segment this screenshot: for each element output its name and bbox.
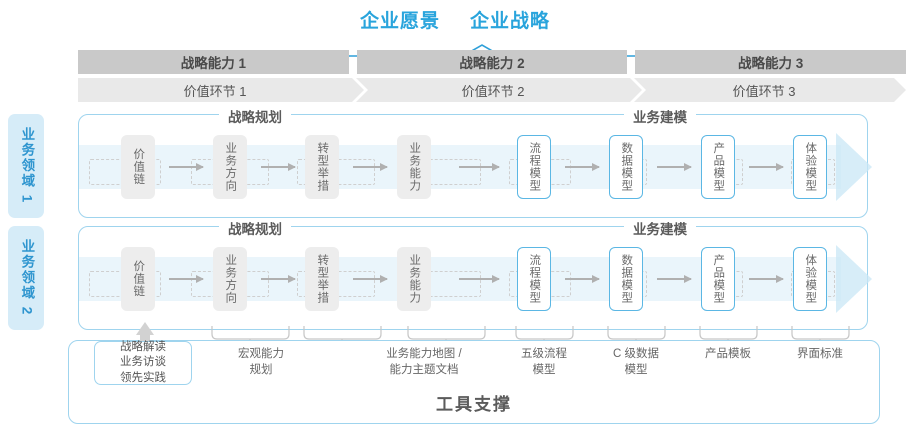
arrow-1-7 <box>749 162 784 171</box>
node-process-model-2[interactable]: 流程模型 <box>517 247 551 311</box>
value-chain-label-3: 价值环节 3 <box>732 83 796 99</box>
node-transformation-measures-1[interactable]: 转型举措 <box>305 135 339 199</box>
tool-label-line-1: C 级数据 <box>613 348 659 360</box>
tool-label-product-template: 产品模板 <box>680 347 776 363</box>
tool-box-line-2: 业务访谈 <box>120 356 166 369</box>
node-label: 数据模型 <box>620 142 633 192</box>
node-label: 业务能力 <box>408 254 421 304</box>
arrow-2-2 <box>261 274 296 283</box>
arrow-2-7 <box>749 274 784 283</box>
section-title-business-modeling-1: 业务建模 <box>624 106 696 126</box>
arrow-1-5 <box>565 162 600 171</box>
arrow-2-4 <box>459 274 500 283</box>
tool-box-line-1: 战略解读 <box>120 340 166 353</box>
tool-support-title: 工具支撑 <box>436 395 512 414</box>
node-label: 流程模型 <box>528 142 541 192</box>
tool-label-line-1: 业务能力地图 / <box>386 348 462 360</box>
node-experience-model-1[interactable]: 体验模型 <box>793 135 827 199</box>
flow-band-arrowhead-1 <box>836 133 872 201</box>
value-chain-cell-2[interactable]: 价值环节 2 <box>356 78 642 102</box>
sidebar-item-business-domain-1[interactable]: 业务领域 1 <box>8 114 44 218</box>
arrow-1-6 <box>657 162 692 171</box>
tool-box-line-3: 领先实践 <box>120 371 166 384</box>
node-product-model-1[interactable]: 产品模型 <box>701 135 735 199</box>
strategic-capability-row: 战略能力 1 战略能力 2 战略能力 3 <box>78 50 907 74</box>
arrow-1-2 <box>261 162 296 171</box>
value-chain-cell-1[interactable]: 价值环节 1 <box>78 78 364 102</box>
tool-label-line-1: 宏观能力 <box>238 348 284 360</box>
node-data-model-1[interactable]: 数据模型 <box>609 135 643 199</box>
arrow-1-4 <box>459 162 500 171</box>
node-label: 业务能力 <box>408 142 421 192</box>
sidebar-item-business-domain-2[interactable]: 业务领域 2 <box>8 226 44 330</box>
node-label: 体验模型 <box>804 142 817 192</box>
enterprise-vision-title: 企业愿景 <box>359 10 440 32</box>
sidebar-item-label-2: 业务领域 2 <box>19 239 35 317</box>
tool-support-panel: 工具支撑 <box>68 340 880 424</box>
tool-label-line-2: 能力主题文档 <box>389 363 459 376</box>
node-label: 转型举措 <box>316 254 329 304</box>
node-business-capability-1[interactable]: 业务能力 <box>397 135 431 199</box>
node-value-chain-1[interactable]: 价值链 <box>121 135 155 199</box>
sidebar-item-label-1: 业务领域 1 <box>19 127 35 205</box>
tool-label-line-1: 五级流程 <box>521 348 567 360</box>
node-label: 产品模型 <box>712 142 725 192</box>
vision-header: 企业愿景 企业战略 <box>0 4 910 34</box>
flow-band-arrowhead-2 <box>836 245 872 313</box>
tool-label-macro-capability-planning: 宏观能力 规划 <box>206 347 316 378</box>
node-process-model-1[interactable]: 流程模型 <box>517 135 551 199</box>
capability-cell-3[interactable]: 战略能力 3 <box>635 50 907 74</box>
enterprise-strategy-title: 企业战略 <box>470 10 551 32</box>
node-transformation-measures-2[interactable]: 转型举措 <box>305 247 339 311</box>
value-chain-row: 价值环节 1 价值环节 2 价值环节 3 <box>78 78 906 102</box>
arrow-2-1 <box>169 274 204 283</box>
arrow-2-3 <box>353 274 388 283</box>
section-title-strategy-planning-1: 战略规划 <box>219 106 291 126</box>
node-business-direction-1[interactable]: 业务方向 <box>213 135 247 199</box>
node-label: 价值链 <box>132 260 145 298</box>
node-label: 转型举措 <box>316 142 329 192</box>
value-chain-label-1: 价值环节 1 <box>183 83 247 99</box>
tool-label-line-1: 产品模板 <box>705 348 751 360</box>
capability-cell-1[interactable]: 战略能力 1 <box>78 50 349 74</box>
node-experience-model-2[interactable]: 体验模型 <box>793 247 827 311</box>
node-data-model-2[interactable]: 数据模型 <box>609 247 643 311</box>
node-business-capability-2[interactable]: 业务能力 <box>397 247 431 311</box>
node-label: 产品模型 <box>712 254 725 304</box>
value-chain-cell-3[interactable]: 价值环节 3 <box>634 78 906 102</box>
tool-label-c-level-data-model: C 级数据 模型 <box>588 347 684 378</box>
node-label: 体验模型 <box>804 254 817 304</box>
section-title-business-modeling-2: 业务建模 <box>624 218 696 238</box>
tool-label-line-2: 规划 <box>249 363 273 376</box>
node-label: 数据模型 <box>620 254 633 304</box>
arrow-2-5 <box>565 274 600 283</box>
section-title-strategy-planning-2: 战略规划 <box>219 218 291 238</box>
node-label: 业务方向 <box>224 142 237 192</box>
arrow-2-6 <box>657 274 692 283</box>
node-product-model-2[interactable]: 产品模型 <box>701 247 735 311</box>
arrow-1-3 <box>353 162 388 171</box>
tool-label-line-2: 模型 <box>624 363 648 376</box>
node-value-chain-2[interactable]: 价值链 <box>121 247 155 311</box>
arrow-1-1 <box>169 162 204 171</box>
value-chain-label-2: 价值环节 2 <box>461 83 525 99</box>
tool-label-line-1: 界面标准 <box>797 348 843 360</box>
node-label: 流程模型 <box>528 254 541 304</box>
node-label: 价值链 <box>132 148 145 186</box>
tool-box-strategy-interpretation[interactable]: 战略解读 业务访谈 领先实践 <box>94 341 192 385</box>
node-business-direction-2[interactable]: 业务方向 <box>213 247 247 311</box>
business-domain-row-2: 战略规划 业务建模 价值链 业务方向 转型举措 业务能力 流程模型 数据模型 产… <box>78 218 872 330</box>
capability-cell-2[interactable]: 战略能力 2 <box>356 50 628 74</box>
tool-label-business-capability-map: 业务能力地图 / 能力主题文档 <box>360 347 488 378</box>
tool-uplink-arrow-icon <box>136 322 154 335</box>
node-label: 业务方向 <box>224 254 237 304</box>
tool-uplink-stem <box>140 332 150 344</box>
tool-label-line-2: 模型 <box>532 363 556 376</box>
tool-label-ui-standard: 界面标准 <box>772 347 868 363</box>
business-domain-row-1: 战略规划 业务建模 价值链 业务方向 转型举措 业务能力 流程模型 数据模型 产… <box>78 106 872 218</box>
tool-label-five-level-process-model: 五级流程 模型 <box>496 347 592 378</box>
